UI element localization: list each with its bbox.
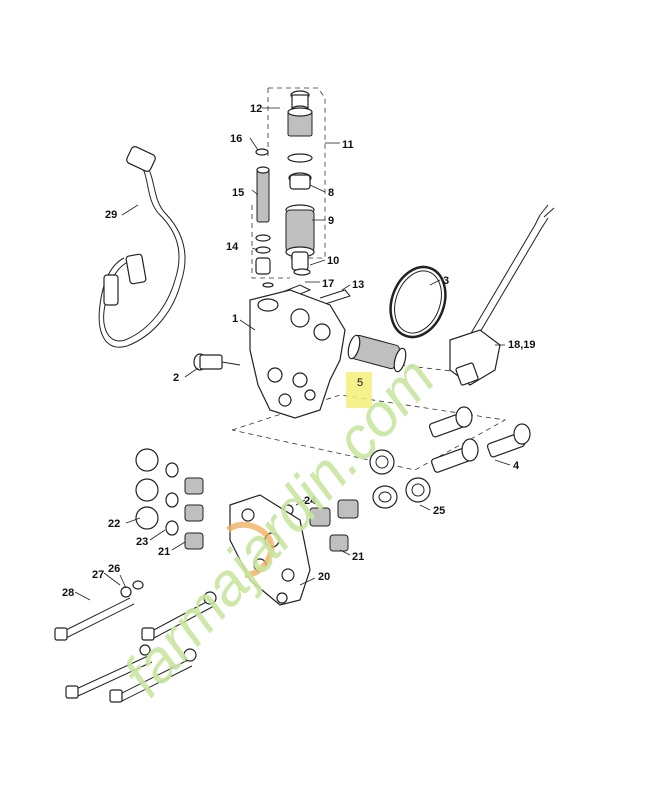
label-29: 29 — [105, 209, 117, 221]
label-22: 22 — [108, 518, 120, 530]
part-3-o-ring — [389, 265, 447, 339]
label-25: 25 — [433, 505, 445, 517]
part-2-plug — [193, 353, 241, 371]
part-25-seals — [369, 449, 431, 509]
part-24-21-valves — [282, 499, 359, 552]
label-1: 1 — [232, 313, 238, 325]
label-10: 10 — [327, 255, 339, 267]
label-4: 4 — [513, 460, 520, 472]
part-4-connectors — [428, 406, 531, 473]
label-14: 14 — [226, 241, 239, 253]
label-5: 5 — [357, 377, 363, 389]
part-1-pump-head — [249, 289, 346, 419]
highlight-marker — [346, 372, 372, 408]
label-16: 16 — [230, 133, 242, 145]
part-29-hose — [98, 146, 186, 348]
label-20: 20 — [318, 571, 330, 583]
piston-stack — [255, 148, 274, 288]
label-23: 23 — [136, 536, 148, 548]
label-3: 3 — [443, 275, 449, 287]
label-12: 12 — [250, 103, 262, 115]
label-21-right: 21 — [352, 551, 364, 563]
label-2: 2 — [173, 372, 179, 384]
label-27: 27 — [92, 569, 104, 581]
label-18-19: 18,19 — [508, 339, 536, 351]
label-15: 15 — [232, 187, 244, 199]
orange-highlight-mark — [226, 521, 275, 578]
callout-labels: 12 11 16 8 15 9 14 10 17 13 1 2 3 18,19 … — [62, 103, 536, 599]
label-26: 26 — [108, 563, 120, 575]
label-11: 11 — [342, 139, 354, 151]
label-21-left: 21 — [158, 546, 170, 558]
valve-stack — [285, 90, 315, 276]
label-28: 28 — [62, 587, 74, 599]
label-13: 13 — [352, 279, 364, 291]
bolts-28 — [54, 580, 217, 703]
part-18-19-switch — [449, 204, 555, 386]
leader-lines — [74, 107, 511, 601]
left-seal-rows — [135, 448, 204, 550]
label-17: 17 — [322, 278, 334, 290]
label-9: 9 — [328, 215, 334, 227]
label-24: 24 — [304, 495, 317, 507]
label-8: 8 — [328, 187, 334, 199]
part-5-cartridge — [347, 334, 407, 373]
